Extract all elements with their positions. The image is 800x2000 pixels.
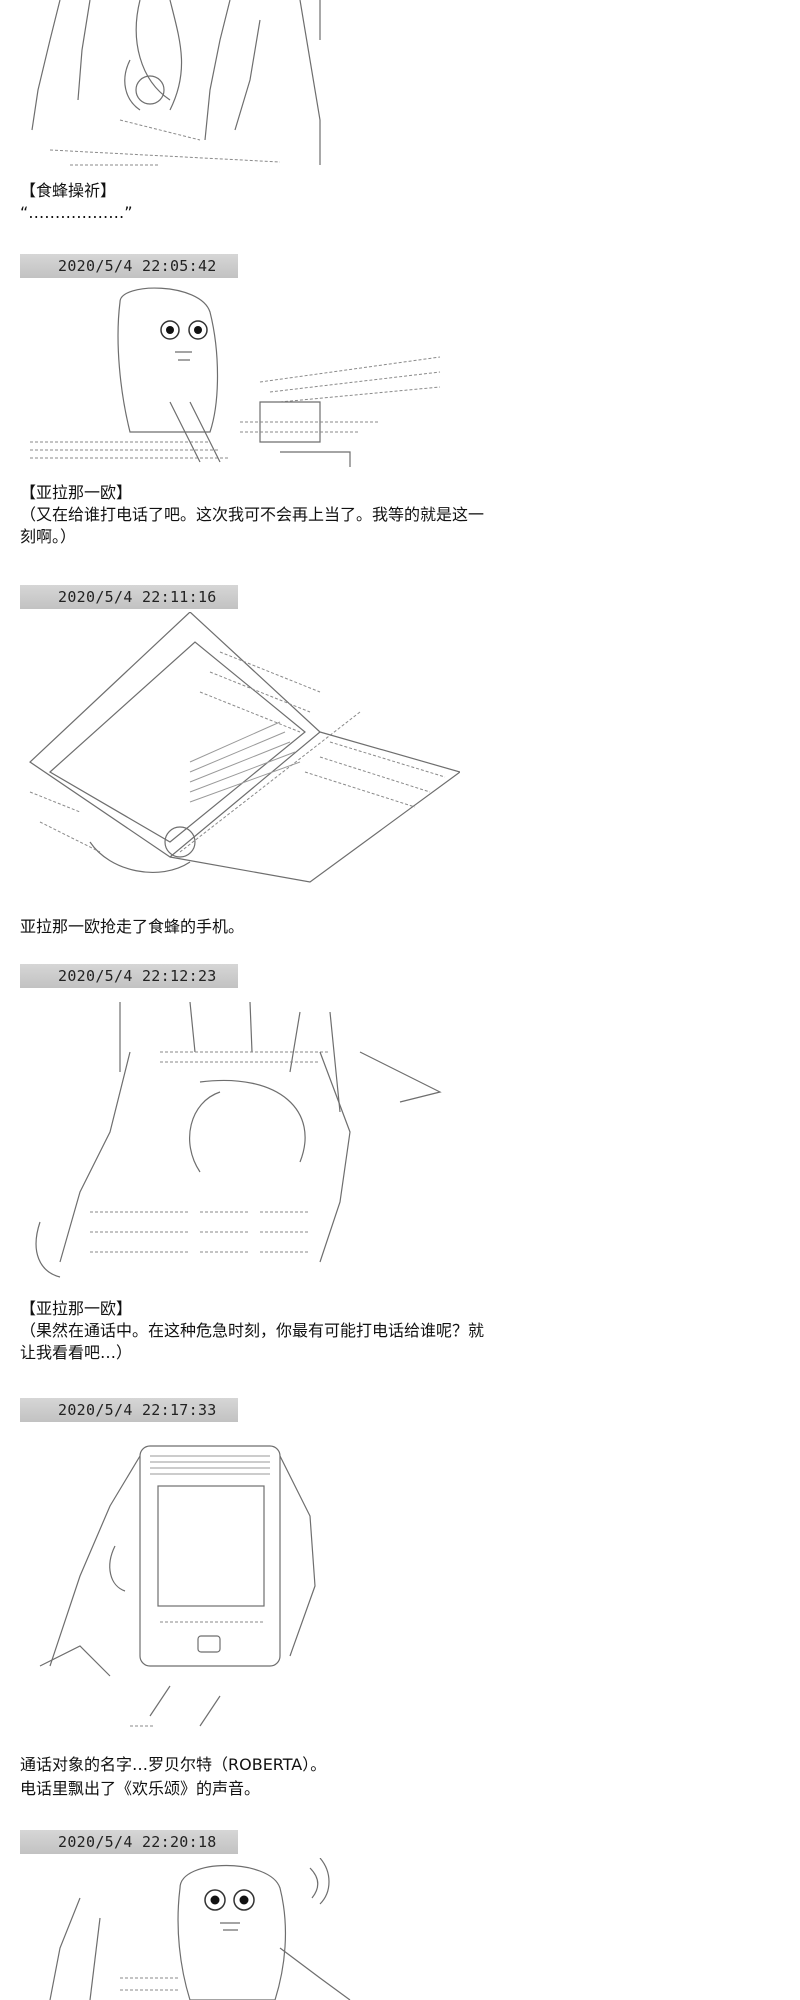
- ascii-art-phone-grab: [20, 612, 460, 894]
- post-timestamp: 2020/5/4 22:11:16: [58, 588, 217, 606]
- ascii-art-phone-in-hands: [20, 1426, 460, 1728]
- ascii-art-face-pointing: [20, 282, 460, 472]
- ascii-art-phone-screen-hand: [20, 992, 460, 1282]
- timestamp-bar: [20, 1398, 238, 1422]
- post-timestamp: 2020/5/4 22:17:33: [58, 1401, 217, 1419]
- post-line: 【亚拉那一欧】: [20, 1299, 133, 1318]
- post-timestamp: 2020/5/4 22:05:42: [58, 257, 217, 275]
- intro-speaker: 【食蜂操祈】: [20, 181, 117, 200]
- post-timestamp: 2020/5/4 22:20:18: [58, 1833, 217, 1851]
- timestamp-bar: [20, 254, 238, 278]
- post-line: 亚拉那一欧抢走了食蜂的手机。: [20, 917, 245, 936]
- timestamp-bar: [20, 1830, 238, 1854]
- post-timestamp: 2020/5/4 22:12:23: [58, 967, 217, 985]
- post-line: 【亚拉那一欧】: [20, 483, 133, 502]
- ascii-art-hand-top: [20, 0, 460, 172]
- post-line: 让我看看吧…）: [20, 1343, 133, 1362]
- timestamp-bar: [20, 964, 238, 988]
- ascii-art-face-listening: [20, 1858, 460, 2000]
- post-line: 刻啊。）: [20, 527, 77, 546]
- timestamp-bar: [20, 585, 238, 609]
- post-line: （果然在通话中。在这种危急时刻，你最有可能打电话给谁呢？就: [20, 1321, 485, 1340]
- post-line: （又在给谁打电话了吧。这次我可不会再上当了。我等的就是这一: [20, 505, 485, 524]
- intro-dialogue: “………………”: [20, 203, 133, 222]
- post-line: 通话对象的名字…罗贝尔特（ROBERTA）。: [20, 1755, 327, 1774]
- post-line: 电话里飘出了《欢乐颂》的声音。: [20, 1779, 261, 1798]
